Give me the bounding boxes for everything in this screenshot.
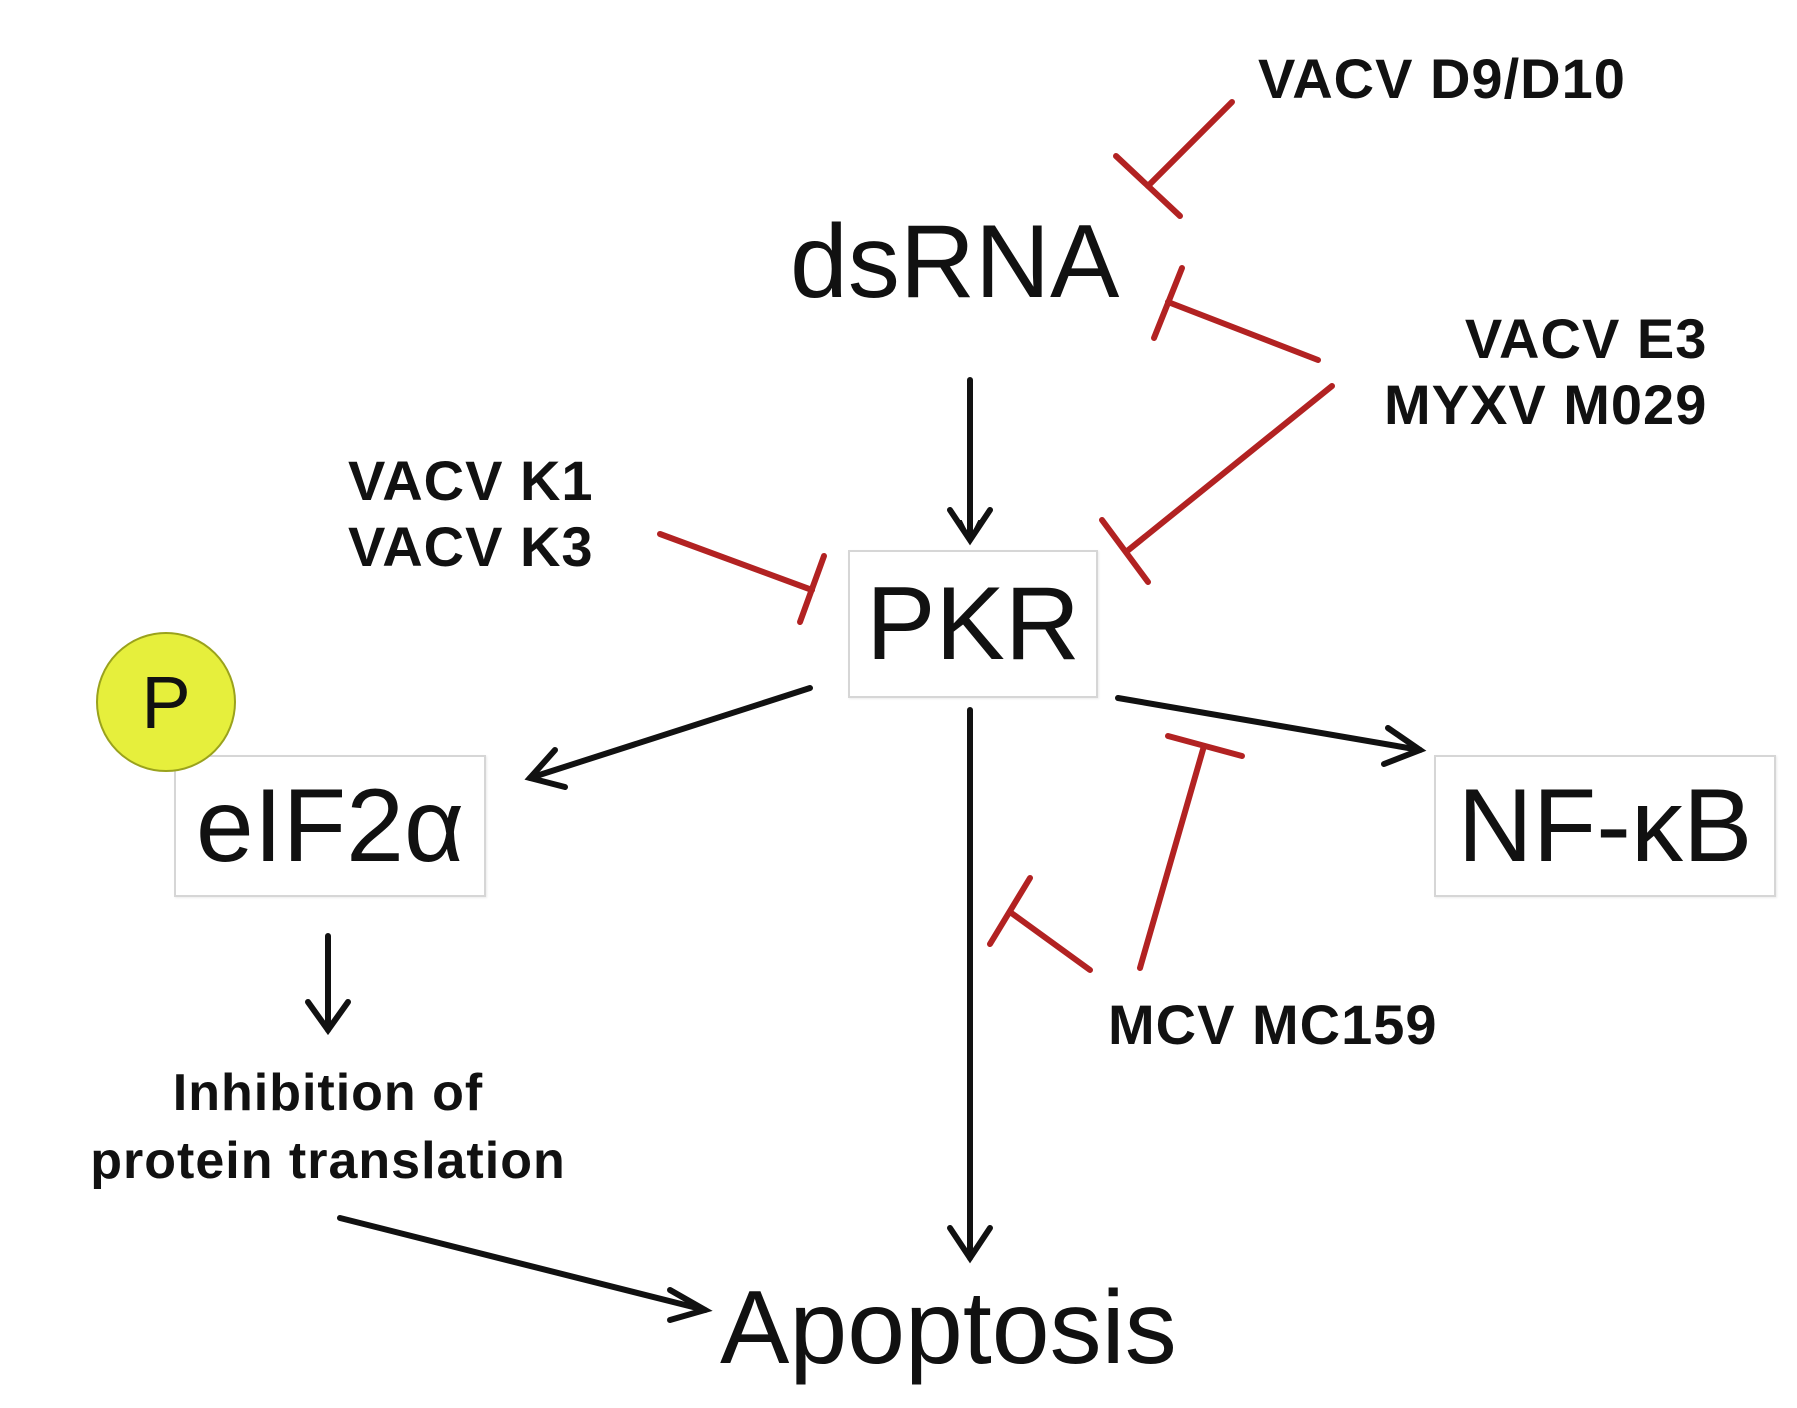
- inhibition-lines: [657, 99, 1335, 973]
- arrow-pkr-to-eif2a-head: [524, 747, 568, 790]
- arrow-dsrna-to-pkr-head: [947, 507, 993, 546]
- label-translation-inhibition: Inhibition of protein translation: [28, 1060, 628, 1195]
- phosphate-badge: P: [96, 632, 236, 772]
- label-vacv-k1-k3: VACV K1 VACV K3: [348, 448, 594, 580]
- inhibit-mc159-nfkb-bar: [1165, 733, 1245, 759]
- inhibit-mc159-apoptosis: [1007, 909, 1093, 973]
- arrow-eif2a-to-translation-head: [305, 999, 351, 1036]
- inhibit-d9d10-dsrna-bar: [1113, 153, 1183, 219]
- arrow-translation-to-apoptosis: [337, 1215, 708, 1313]
- node-eif2a: eIF2α: [174, 755, 486, 897]
- label-myxv-m029: MYXV M029: [1384, 373, 1708, 437]
- inhibit-mc159-nfkb: [1137, 743, 1207, 971]
- arrow-translation-to-apoptosis-head: [667, 1287, 713, 1323]
- arrow-pkr-to-nfkb: [1115, 695, 1423, 753]
- node-pkr: PKR: [848, 550, 1098, 698]
- label-vacv-e3: VACV E3: [1464, 307, 1708, 370]
- label-mcv-mc159: MCV MC159: [1108, 993, 1438, 1056]
- node-apoptosis: Apoptosis: [720, 1270, 1177, 1386]
- arrow-pkr-to-eif2a: [527, 685, 813, 781]
- inhibit-d9d10-dsrna: [1145, 99, 1235, 189]
- label-vacv-e3-myxv-m029: VACV E3 MYXV M029: [1384, 306, 1707, 438]
- inhibit-mc159-apoptosis-bar: [987, 875, 1033, 947]
- label-translation-line1: Inhibition of: [172, 1064, 484, 1122]
- inhibit-k1k3-pkr-bar: [797, 553, 827, 625]
- label-vacv-d9-d10: VACV D9/D10: [1258, 47, 1626, 110]
- inhibit-e3-dsrna: [1165, 299, 1321, 363]
- node-dsrna: dsRNA: [790, 204, 1120, 320]
- arrow-pkr-to-apoptosis-head: [947, 1225, 993, 1264]
- node-nfkb: NF-κB: [1434, 755, 1776, 897]
- inhibit-e3-pkr-bar: [1099, 517, 1151, 585]
- inhibit-e3-pkr: [1123, 383, 1335, 555]
- arrow-pkr-to-nfkb-head: [1381, 725, 1427, 767]
- phosphate-label: P: [141, 660, 191, 744]
- label-vacv-k1: VACV K1: [348, 449, 594, 512]
- inhibit-e3-dsrna-bar: [1151, 265, 1185, 341]
- label-vacv-k3: VACV K3: [348, 515, 594, 579]
- label-translation-line2: protein translation: [90, 1131, 566, 1190]
- inhibit-k1k3-pkr: [657, 531, 815, 593]
